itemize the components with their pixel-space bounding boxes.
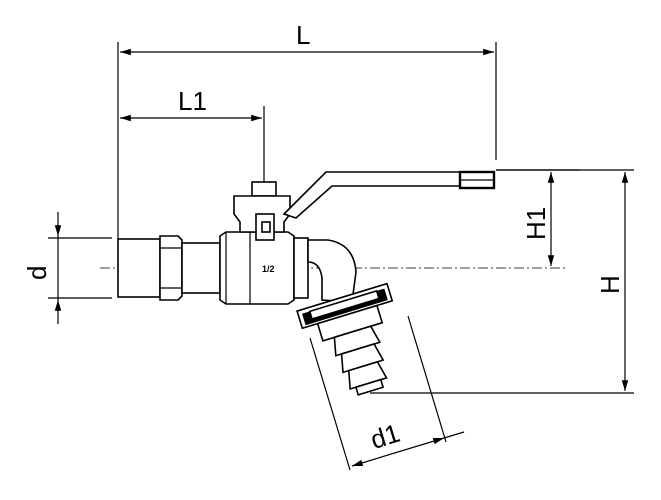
label-H: H <box>595 275 625 294</box>
dimension-d: d <box>22 212 112 324</box>
label-L1: L1 <box>178 86 207 116</box>
valve-body: 1/2 <box>117 231 309 305</box>
hose-connector <box>296 282 394 396</box>
label-H1: H1 <box>521 207 551 240</box>
dimension-H: H <box>370 169 634 394</box>
label-L: L <box>296 20 310 50</box>
lever-handle <box>282 170 496 219</box>
dimension-L1: L1 <box>120 86 265 200</box>
dimension-H1: H1 <box>496 169 580 266</box>
elbow-spout <box>307 239 357 303</box>
label-d: d <box>22 266 52 280</box>
valve-stem <box>233 181 291 241</box>
dimension-d1: d1 <box>309 315 465 471</box>
size-marking: 1/2 <box>262 264 275 274</box>
label-d1: d1 <box>367 418 403 455</box>
dimension-L: L <box>117 20 497 240</box>
